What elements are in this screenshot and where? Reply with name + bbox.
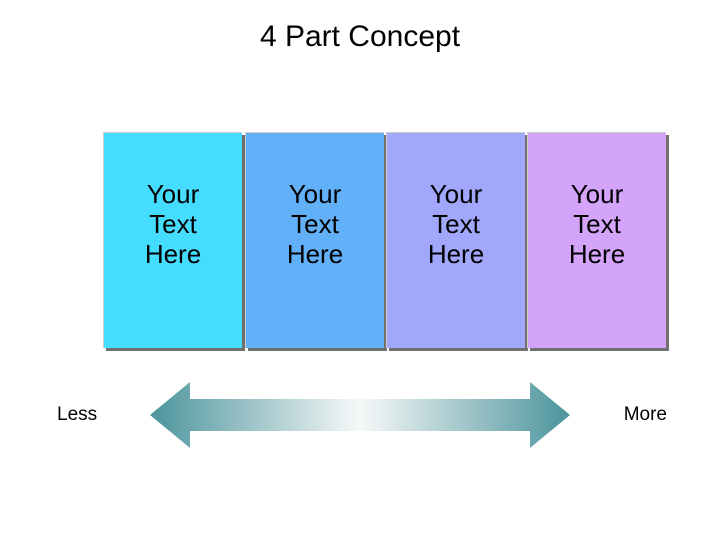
concept-panel-3[interactable]: Your Text Here	[386, 132, 525, 348]
concept-panel-1[interactable]: Your Text Here	[103, 132, 242, 348]
panel-text-2[interactable]: Your Text Here	[286, 178, 344, 269]
panel-text-3[interactable]: Your Text Here	[427, 178, 485, 269]
less-label: Less	[57, 404, 98, 425]
panel-text-1[interactable]: Your Text Here	[144, 178, 202, 269]
double-headed-arrow	[150, 382, 570, 448]
concept-panels: Your Text Here Your Text Here Your Text …	[103, 132, 667, 349]
arrow-shape	[150, 382, 570, 448]
panel-text-4[interactable]: Your Text Here	[568, 178, 626, 269]
concept-panel-4[interactable]: Your Text Here	[527, 132, 666, 348]
slide-title: 4 Part Concept	[259, 20, 461, 53]
concept-panel-2[interactable]: Your Text Here	[245, 132, 384, 348]
more-label: More	[623, 404, 667, 425]
